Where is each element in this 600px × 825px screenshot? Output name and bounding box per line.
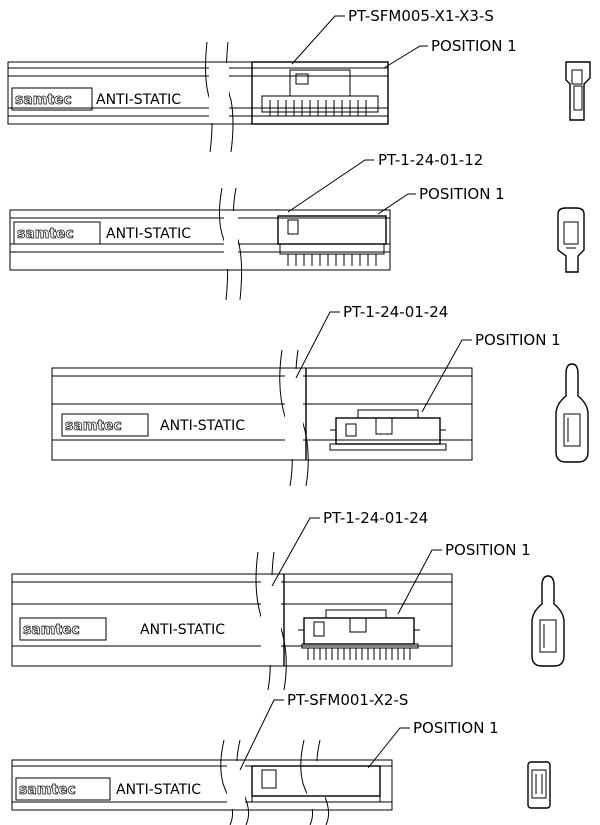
position-leader xyxy=(377,193,416,215)
tape-text: ANTI-STATIC xyxy=(160,418,245,434)
position-leader xyxy=(367,727,410,769)
part-number-label: PT-1-24-01-24 xyxy=(343,303,448,321)
connector-body xyxy=(251,61,389,125)
tape-text: ANTI-STATIC xyxy=(106,226,191,242)
samtec-logo xyxy=(19,617,107,641)
connector-pins xyxy=(301,643,419,660)
tube-body xyxy=(11,573,453,667)
assembly-2: samtec ANTI-STATIC PT-1-24-01-12 POSITIO… xyxy=(9,151,585,301)
logo-text: samtec xyxy=(15,92,72,108)
part-number-leader xyxy=(291,15,345,65)
tape-text: ANTI-STATIC xyxy=(96,92,181,108)
logo-text: samtec xyxy=(17,226,74,242)
assembly-5: samtec ANTI-STATIC PT-SFM001-X2-S POSITI… xyxy=(11,691,551,825)
tube-end-view xyxy=(527,761,551,809)
tube-end-view xyxy=(555,363,589,463)
tube-end-view xyxy=(557,207,585,273)
part-number-leader xyxy=(271,517,320,587)
samtec-logo xyxy=(15,777,111,801)
logo-text: samtec xyxy=(19,782,76,798)
tube-body xyxy=(9,209,391,271)
position-label: POSITION 1 xyxy=(475,331,561,349)
part-number-label: PT-SFM005-X1-X3-S xyxy=(348,7,494,25)
position-label: POSITION 1 xyxy=(413,719,499,737)
tube-body xyxy=(11,759,393,811)
assembly-3: samtec ANTI-STATIC PT-1-24-01-24 POSITIO… xyxy=(51,303,589,487)
part-number-leader xyxy=(287,159,374,213)
part-number-label: PT-SFM001-X2-S xyxy=(287,691,408,709)
position-label: POSITION 1 xyxy=(419,185,505,203)
connector-pins xyxy=(287,254,377,266)
connector-pins xyxy=(251,795,381,803)
tape-text: ANTI-STATIC xyxy=(116,782,201,798)
samtec-logo xyxy=(11,87,93,111)
samtec-logo xyxy=(13,221,101,245)
logo-text: samtec xyxy=(65,418,122,434)
tube-body xyxy=(51,367,473,461)
assembly-1: samtec ANTI-STATIC PT-SFM005-X1-X3-S POS… xyxy=(7,7,591,153)
part-number-label: PT-1-24-01-24 xyxy=(323,509,428,527)
connector-pins xyxy=(329,443,447,451)
part-number-label: PT-1-24-01-12 xyxy=(378,151,483,169)
position-label: POSITION 1 xyxy=(431,37,517,55)
part-number-leader xyxy=(239,699,284,771)
position-label: POSITION 1 xyxy=(445,541,531,559)
connector-pins xyxy=(269,100,367,116)
part-number-leader xyxy=(295,311,340,379)
tube-end-view xyxy=(531,575,565,667)
logo-text: samtec xyxy=(23,622,80,638)
position-leader xyxy=(397,549,442,615)
position-leader xyxy=(383,45,428,69)
tube-end-view xyxy=(565,61,591,121)
position-leader xyxy=(421,339,472,413)
samtec-logo xyxy=(61,413,149,437)
assembly-4: samtec ANTI-STATIC PT-1-24-01-24 POSITIO… xyxy=(11,509,565,691)
tape-text: ANTI-STATIC xyxy=(140,622,225,638)
